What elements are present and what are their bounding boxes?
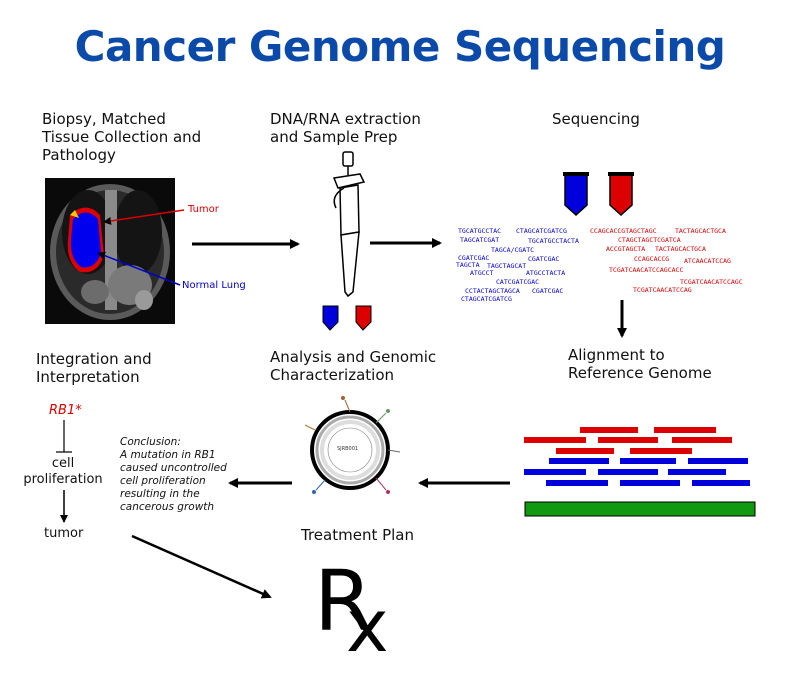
step-extraction-label: DNA/RNA extraction and Sample Prep [270, 110, 421, 146]
sequencing-tube-icons [563, 172, 634, 217]
read-red: CCAGCACCGTAGCTAGC [590, 227, 657, 235]
rx-letter-r: R [314, 552, 373, 650]
cell-proliferation-label: cell proliferation [23, 456, 103, 487]
read-blue: TAGCATCGAT [460, 236, 500, 244]
read-red: ACCGTAGCTA [606, 245, 646, 253]
step-integration-label: Integration and Interpretation [36, 350, 152, 386]
read-blue: TAGCTA [456, 261, 480, 269]
read-blue: CTAGCATCGATCG [461, 295, 512, 303]
read-blue: CATCGATCGAC [496, 278, 540, 286]
read-red: CTAGCTAGCTCGATCA [618, 236, 681, 244]
step-analysis-label: Analysis and Genomic Characterization [270, 348, 437, 384]
read-red: TACTAGCACTGCA [675, 227, 726, 235]
read-red: CCAGCACCG [634, 255, 670, 263]
read-blue: CGATCGAC [528, 255, 560, 263]
read-red: TCGATCAACATCCAG [633, 286, 692, 294]
rx-letter-x: x [346, 584, 389, 668]
tumor-outcome-label: tumor [44, 526, 84, 541]
page-title: Cancer Genome Sequencing [74, 22, 726, 71]
ct-scan-image [45, 178, 185, 324]
read-blue: TGCATGCCTAC [458, 227, 502, 235]
read-blue: CGATCGAC [532, 287, 564, 295]
read-blue: TAGCA/CGATC [491, 246, 535, 254]
read-blue: TGCATGCCTACTA [528, 237, 579, 245]
ct-tumor-label: Tumor [188, 204, 219, 215]
read-red: TCGATCAACATCCAGC [680, 278, 743, 286]
ct-normal-lung-label: Normal Lung [182, 280, 246, 291]
conclusion-text: Conclusion: A mutation in RB1 caused unc… [120, 436, 227, 513]
reference-genome-bar [524, 501, 756, 517]
read-red: TCGATCAACATCCAGCACC [609, 266, 684, 274]
arrow-tumor-to-treatment [131, 534, 272, 599]
rx-symbol: R x [314, 552, 434, 668]
circos-sample-label: SJRB001 [337, 446, 359, 452]
read-blue: CTAGCATCGATCG [516, 227, 567, 235]
read-blue: ATGCCT [470, 269, 494, 277]
circos-plot [304, 396, 401, 494]
step-treatment-label: Treatment Plan [301, 526, 415, 544]
step-biopsy-label: Biopsy, Matched Tissue Collection and Pa… [42, 110, 202, 164]
pipette-icon [332, 151, 366, 298]
read-blue: CGATCGAC [458, 254, 490, 262]
read-blue: CCTACTAGCTAGCA [465, 287, 520, 295]
step-sequencing-label: Sequencing [552, 110, 640, 128]
read-red: TACTAGCACTGCA [655, 245, 706, 253]
read-blue: TAGCTAGCAT [487, 262, 527, 270]
read-blue: ATGCCTACTA [526, 269, 566, 277]
aligned-reads [524, 427, 750, 486]
dna-rna-tube-icons [322, 305, 372, 331]
gene-rb1-label: RB1* [49, 403, 82, 418]
step-alignment-label: Alignment to Reference Genome [568, 346, 712, 382]
read-red: ATCAACATCCAG [684, 257, 731, 265]
